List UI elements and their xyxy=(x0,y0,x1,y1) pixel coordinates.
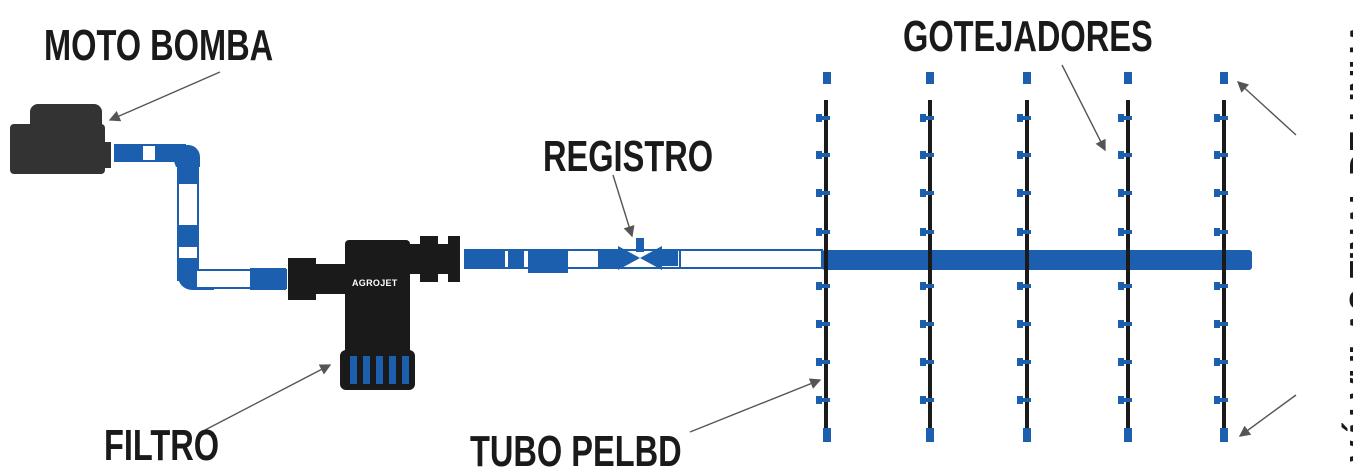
dripper xyxy=(920,228,934,236)
dripper xyxy=(1118,151,1132,159)
dripper xyxy=(1214,114,1228,122)
dripper xyxy=(920,151,934,159)
dripper xyxy=(1118,282,1132,290)
dripper xyxy=(1017,396,1031,404)
dripper xyxy=(920,320,934,328)
dripper xyxy=(816,228,830,236)
dripper xyxy=(1017,358,1031,366)
dripper xyxy=(920,282,934,290)
leader-lines xyxy=(108,64,1297,437)
drippers xyxy=(816,114,1228,404)
dripper xyxy=(1017,320,1031,328)
dripper xyxy=(1017,282,1031,290)
dripper xyxy=(1214,358,1228,366)
dripper xyxy=(1214,320,1228,328)
drip-lateral xyxy=(1124,72,1132,442)
dripper xyxy=(816,396,830,404)
motor-pump xyxy=(10,104,111,174)
dripper xyxy=(1017,151,1031,159)
dripper xyxy=(1214,228,1228,236)
dripper xyxy=(1118,358,1132,366)
dripper xyxy=(1214,396,1228,404)
registro-valve xyxy=(618,238,678,270)
dripper xyxy=(1017,189,1031,197)
dripper xyxy=(1118,228,1132,236)
dripper xyxy=(920,358,934,366)
dripper xyxy=(816,358,830,366)
dripper xyxy=(920,189,934,197)
drip-lateral xyxy=(926,72,934,442)
label-registro: REGISTRO xyxy=(543,132,714,181)
dripper xyxy=(920,114,934,122)
dripper xyxy=(816,114,830,122)
label-moto-bomba: MOTO BOMBA xyxy=(44,21,274,70)
filter xyxy=(288,236,460,390)
dripper xyxy=(1017,114,1031,122)
suction-pipe xyxy=(114,144,287,290)
dripper xyxy=(816,189,830,197)
dripper xyxy=(816,282,830,290)
label-filtro: FILTRO xyxy=(104,421,220,470)
dripper xyxy=(1214,282,1228,290)
dripper xyxy=(1118,396,1132,404)
drip-laterals xyxy=(816,72,1228,442)
drip-lateral xyxy=(1023,72,1031,442)
dripper xyxy=(1214,189,1228,197)
dripper xyxy=(816,151,830,159)
dripper xyxy=(1118,189,1132,197)
dripper xyxy=(1118,114,1132,122)
pelbd-tube xyxy=(822,250,1252,270)
tube-section xyxy=(679,249,823,269)
dripper xyxy=(1214,151,1228,159)
filter-brand-label: AGROJET xyxy=(352,278,398,288)
drip-lateral xyxy=(1220,72,1228,442)
label-gotejadores: GOTEJADORES xyxy=(903,12,1153,61)
dripper xyxy=(1017,228,1031,236)
label-valvulas-final-de-linha: VÁLVULAS FINAL DE LINHA xyxy=(1341,21,1353,462)
dripper xyxy=(920,396,934,404)
drip-lateral xyxy=(823,72,831,442)
label-tubo-pelbd: TUBO PELBD xyxy=(470,427,682,476)
dripper xyxy=(1118,320,1132,328)
dripper xyxy=(816,320,830,328)
